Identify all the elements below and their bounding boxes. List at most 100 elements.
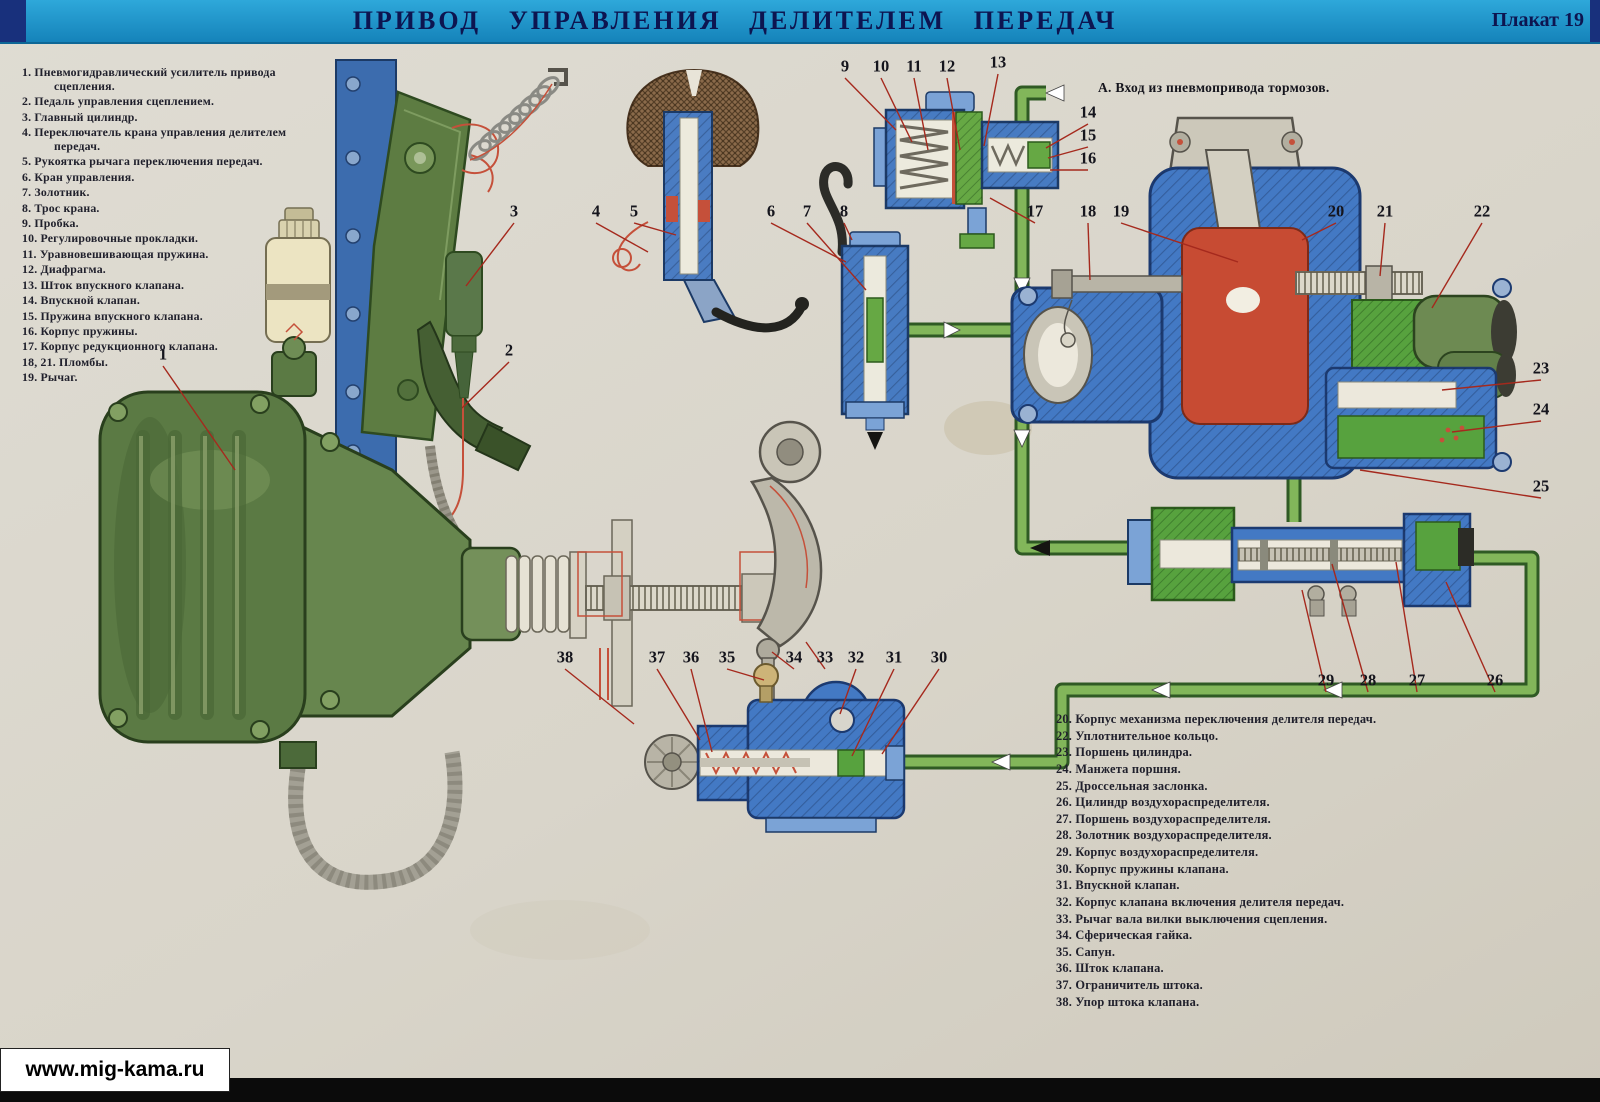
watermark-text: www.mig-kama.ru — [25, 1058, 205, 1081]
parts-list-item: 22. Уплотнительное кольцо. — [1056, 729, 1466, 744]
parts-item-number: 4. — [22, 125, 35, 140]
parts-item-number: 18, 21. — [22, 354, 59, 369]
parts-item-number: 7. — [22, 185, 35, 200]
parts-list-item: 16. Корпус пружины. — [22, 323, 318, 339]
parts-list-item: 18, 21. Пломбы. — [22, 354, 318, 370]
parts-item-number: 35. — [1056, 944, 1076, 959]
parts-item-text: Педаль управления сцеплением. — [34, 94, 215, 109]
parts-item-text: Переключатель крана управления делителем… — [34, 125, 287, 154]
parts-list-item: 32. Корпус клапана включения делителя пе… — [1056, 895, 1466, 910]
parts-list-item: 28. Золотник воздухораспределителя. — [1056, 828, 1466, 843]
parts-item-number: 26. — [1056, 795, 1076, 810]
parts-item-text: Главный цилиндр. — [34, 109, 138, 124]
parts-item-text: Пневмогидравлический усилитель привода с… — [34, 65, 276, 93]
parts-item-number: 25. — [1056, 778, 1076, 793]
parts-item-number: 22. — [1056, 728, 1076, 743]
parts-list-item: 14. Впускной клапан. — [22, 293, 318, 308]
parts-list-item: 38. Упор штока клапана. — [1056, 995, 1466, 1010]
parts-item-text: Золотник. — [34, 185, 90, 200]
header-corner-left — [0, 0, 26, 42]
parts-item-text: Манжета поршня. — [1075, 761, 1181, 776]
return-spring — [468, 68, 568, 161]
reduction-valve — [873, 91, 1060, 249]
header-bar: ПРИВОД УПРАВЛЕНИЯ ДЕЛИТЕЛЕМ ПЕРЕДАЧ Плак… — [0, 0, 1600, 44]
parts-item-text: Поршень цилиндра. — [1075, 745, 1193, 760]
parts-list-item: 34. Сферическая гайка. — [1056, 928, 1466, 943]
parts-item-number: 33. — [1056, 911, 1076, 926]
parts-item-text: Уравновешивающая пружина. — [39, 246, 209, 261]
parts-item-number: 2. — [22, 94, 35, 109]
parts-item-number: 3. — [22, 109, 35, 124]
parts-item-text: Пружина впускного клапана. — [40, 308, 203, 323]
parts-item-number: 24. — [1056, 761, 1076, 776]
annotation-a: А. Вход из пневмопривода тормозов. — [1098, 80, 1330, 95]
parts-list-item: 23. Поршень цилиндра. — [1056, 745, 1466, 760]
parts-list-item: 8. Трос крана. — [22, 200, 318, 216]
poster-number: Плакат 19 — [1491, 9, 1584, 31]
parts-list-item: 19. Рычаг. — [22, 370, 318, 385]
parts-item-number: 36. — [1056, 961, 1076, 976]
parts-list-item: 33. Рычаг вала вилки выключения сцеплени… — [1056, 912, 1466, 927]
parts-list-item: 24. Манжета поршня. — [1056, 762, 1466, 777]
parts-item-number: 14. — [22, 293, 41, 308]
parts-item-number: 37. — [1056, 978, 1076, 992]
parts-item-number: 8. — [22, 200, 35, 215]
parts-list-item: 31. Впускной клапан. — [1056, 878, 1466, 893]
parts-item-number: 9. — [22, 216, 35, 231]
parts-item-text: Корпус пружины клапана. — [1075, 861, 1229, 876]
parts-item-text: Впускной клапан. — [40, 293, 140, 308]
parts-item-number: 1. — [22, 65, 35, 79]
parts-item-number: 10. — [22, 231, 41, 246]
parts-list-item: 3. Главный цилиндр. — [22, 109, 318, 125]
parts-item-number: 30. — [1056, 861, 1076, 876]
air-distributor — [1127, 506, 1474, 617]
parts-list-item: 2. Педаль управления сцеплением. — [22, 94, 318, 109]
parts-list-item: 37. Ограничитель штока. — [1056, 978, 1466, 993]
parts-item-text: Дроссельная заслонка. — [1075, 778, 1208, 793]
watermark-box: www.mig-kama.ru — [0, 1048, 230, 1092]
parts-list-item: 10. Регулировочные прокладки. — [22, 232, 318, 246]
parts-item-number: 31. — [1056, 878, 1076, 893]
parts-item-text: Рычаг. — [40, 370, 78, 385]
parts-item-text: Диафрагма. — [40, 262, 106, 277]
parts-list-item: 29. Корпус воздухораспределителя. — [1056, 845, 1466, 860]
parts-item-number: 5. — [22, 154, 35, 169]
parts-item-text: Рычаг вала вилки выключения сцепления. — [1075, 911, 1328, 926]
parts-item-text: Поршень воздухораспределителя. — [1075, 811, 1271, 826]
pushrod-assembly — [505, 519, 787, 707]
parts-item-text: Трос крана. — [34, 200, 100, 215]
parts-item-number: 19. — [22, 370, 41, 385]
parts-list-item: 30. Корпус пружины клапана. — [1056, 862, 1466, 877]
parts-item-text: Шток клапана. — [1075, 961, 1164, 976]
parts-item-text: Корпус воздухораспределителя. — [1075, 845, 1259, 859]
parts-item-number: 27. — [1056, 811, 1076, 826]
pedal-bracket — [335, 59, 500, 475]
parts-list-right: 20. Корпус механизма переключения делите… — [1056, 712, 1466, 1011]
parts-item-text: Корпус механизма переключения делителя п… — [1075, 712, 1377, 726]
parts-item-text: Корпус редукционного клапана. — [40, 339, 218, 354]
parts-item-text: Упор штока клапана. — [1075, 994, 1200, 1009]
parts-item-text: Корпус пружины. — [40, 323, 138, 338]
parts-list-item: 7. Золотник. — [22, 185, 318, 200]
parts-item-number: 38. — [1056, 994, 1076, 1009]
parts-item-text: Уплотнительное кольцо. — [1075, 728, 1219, 743]
poster-title: ПРИВОД УПРАВЛЕНИЯ ДЕЛИТЕЛЕМ ПЕРЕДАЧ — [352, 6, 1118, 35]
parts-item-text: Ограничитель штока. — [1075, 978, 1203, 992]
parts-item-text: Сапун. — [1075, 944, 1116, 959]
parts-list-left: 1. Пневмогидравлический усилитель привод… — [22, 65, 318, 387]
parts-item-number: 15. — [22, 308, 41, 323]
parts-list-item: 12. Диафрагма. — [22, 262, 318, 277]
header-corner-right — [1590, 0, 1600, 42]
parts-list-item: 35. Сапун. — [1056, 945, 1466, 960]
parts-item-text: Впускной клапан. — [1075, 878, 1180, 893]
parts-list-item: 5. Рукоятка рычага переключения передач. — [22, 154, 318, 169]
parts-item-number: 23. — [1056, 745, 1076, 760]
parts-list-item: 11. Уравновешивающая пружина. — [22, 246, 318, 262]
parts-list-item: 6. Кран управления. — [22, 169, 318, 185]
parts-item-number: 16. — [22, 323, 41, 338]
parts-item-text: Кран управления. — [34, 169, 135, 184]
parts-list-item: 27. Поршень воздухораспределителя. — [1056, 812, 1466, 827]
parts-list-item: 4. Переключатель крана управления делите… — [22, 125, 318, 154]
parts-list-item: 13. Шток впускного клапана. — [22, 278, 318, 293]
